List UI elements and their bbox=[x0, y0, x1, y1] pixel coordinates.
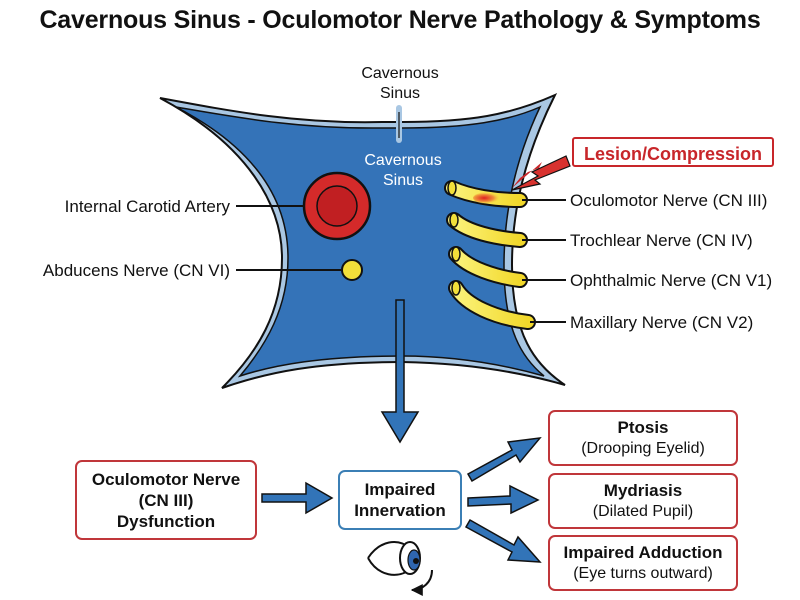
symptom-mydriasis-detail: (Dilated Pupil) bbox=[592, 503, 694, 520]
sinus-inner-label-line2: Sinus bbox=[382, 172, 424, 189]
symptom-mydriasis-name: Mydriasis bbox=[603, 481, 683, 500]
symptom-adduction-detail: (Eye turns outward) bbox=[573, 565, 713, 582]
cause-line3: Dysfunction bbox=[116, 511, 216, 531]
nerve-label-ophthalmic: Ophthalmic Nerve (CN V1) bbox=[570, 271, 773, 290]
arrow-to-adduction bbox=[464, 518, 542, 563]
sinus-top-label: Cavernous Sinus bbox=[345, 64, 455, 104]
symptom-ptosis-name: Ptosis bbox=[617, 418, 669, 437]
symptom-ptosis-box: Ptosis (Drooping Eyelid) bbox=[548, 410, 738, 466]
arrow-to-ptosis bbox=[466, 437, 542, 483]
symptom-adduction-box: Impaired Adduction (Eye turns outward) bbox=[548, 535, 738, 591]
page-title: Cavernous Sinus - Oculomotor Nerve Patho… bbox=[39, 6, 761, 34]
cause-line1: Oculomotor Nerve bbox=[91, 469, 241, 489]
innervation-line2: Innervation bbox=[354, 501, 446, 520]
nerve-label-maxillary: Maxillary Nerve (CN V2) bbox=[570, 313, 754, 332]
cause-box: Oculomotor Nerve (CN III) Dysfunction bbox=[75, 460, 257, 540]
nerve-label-trochlear: Trochlear Nerve (CN IV) bbox=[570, 231, 753, 250]
cause-line2: (CN III) bbox=[138, 490, 194, 510]
nerve-label-oculomotor: Oculomotor Nerve (CN III) bbox=[570, 191, 768, 210]
maxillary-nerve bbox=[448, 280, 536, 330]
abducens-nerve bbox=[341, 259, 363, 281]
oculomotor-nerve bbox=[444, 180, 528, 208]
down-arrow bbox=[380, 299, 420, 444]
cavernous-sinus-shape bbox=[159, 92, 566, 389]
arrow-to-mydriasis bbox=[467, 484, 540, 515]
lesion-label: Lesion/Compression bbox=[572, 137, 774, 167]
arrow-cause-to-innervation bbox=[261, 481, 334, 515]
sinus-top-label-line2: Sinus bbox=[379, 85, 421, 102]
lesion-arrow bbox=[512, 158, 568, 188]
innervation-line1: Impaired bbox=[364, 480, 436, 499]
internal-carotid-artery bbox=[302, 171, 372, 241]
trochlear-nerve bbox=[446, 212, 528, 248]
carotid-label: Internal Carotid Artery bbox=[64, 197, 230, 216]
symptom-ptosis-detail: (Drooping Eyelid) bbox=[581, 440, 705, 457]
sinus-inner-label-line1: Cavernous bbox=[364, 152, 442, 169]
eye-icon bbox=[367, 541, 433, 596]
sinus-inner-label: Cavernous Sinus bbox=[348, 151, 458, 191]
symptom-adduction-name: Impaired Adduction bbox=[563, 543, 723, 562]
symptom-mydriasis-box: Mydriasis (Dilated Pupil) bbox=[548, 473, 738, 529]
ophthalmic-nerve bbox=[448, 246, 528, 288]
abducens-label: Abducens Nerve (CN VI) bbox=[42, 261, 230, 280]
sinus-top-label-line1: Cavernous bbox=[361, 65, 439, 82]
innervation-box: Impaired Innervation bbox=[338, 470, 462, 530]
